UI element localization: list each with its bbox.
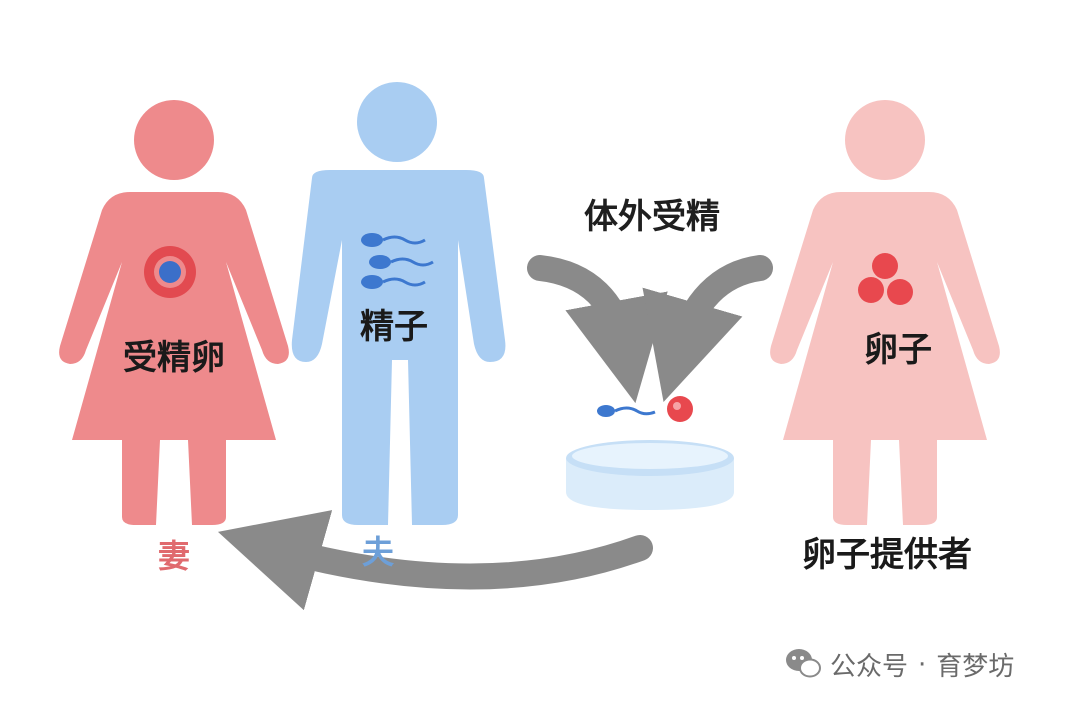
wife-figure xyxy=(59,100,289,525)
wife-label: 妻 xyxy=(158,537,191,575)
dish-egg-icon xyxy=(667,396,693,422)
fertilized-egg-icon xyxy=(144,246,196,298)
sperm-icon xyxy=(361,233,434,289)
egg-label: 卵子 xyxy=(864,330,932,370)
sperm-label: 精子 xyxy=(360,307,428,347)
eggs-icon xyxy=(858,253,913,305)
watermark: 公众号 · 育梦坊 xyxy=(786,646,1014,683)
husband-figure xyxy=(291,82,506,525)
ivf-label: 体外受精 xyxy=(584,197,720,237)
dish-sperm-icon xyxy=(597,405,656,417)
arrow-sperm-to-dish xyxy=(527,255,668,404)
watermark-platform: 公众号 xyxy=(830,652,909,682)
petri-dish-icon xyxy=(566,440,734,510)
watermark-account: 育梦坊 xyxy=(936,652,1015,682)
egg-donor-figure xyxy=(770,100,1000,525)
egg-donor-label: 卵子提供者 xyxy=(802,535,972,575)
arrow-egg-to-dish xyxy=(642,255,773,402)
fertilized-egg-label: 受精卵 xyxy=(123,338,225,378)
watermark-separator: · xyxy=(918,649,927,680)
husband-label: 夫 xyxy=(362,533,395,571)
wechat-icon xyxy=(786,649,821,678)
arrow-dish-to-wife xyxy=(217,510,653,611)
